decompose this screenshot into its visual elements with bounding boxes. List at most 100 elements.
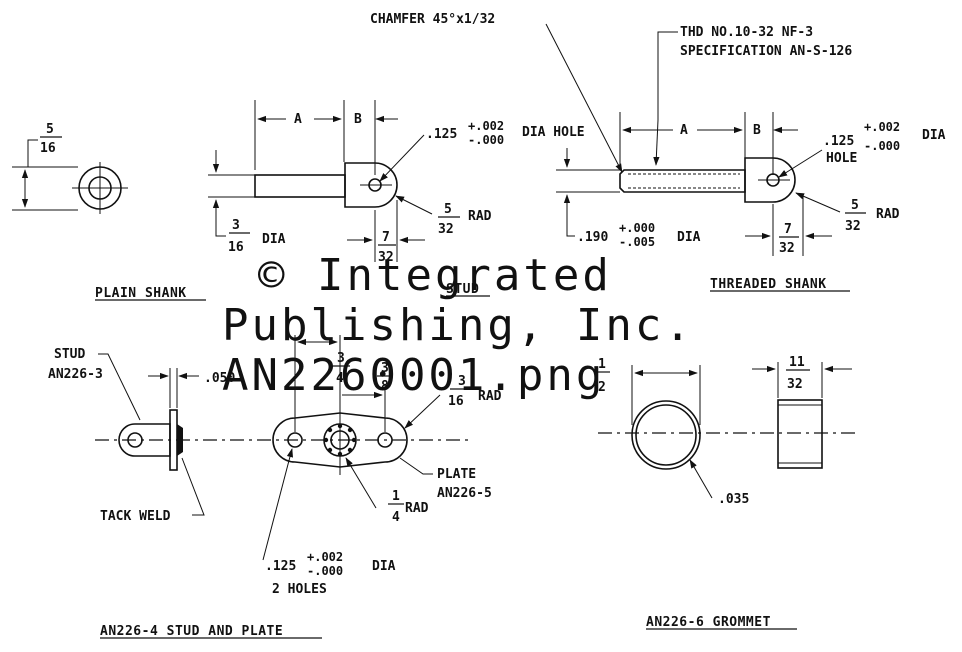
threaded-hole-dia: .125 xyxy=(823,134,854,149)
threaded-shank-body xyxy=(619,169,746,193)
stud-dia-num: 3 xyxy=(232,218,240,233)
threaded-rad-num: 5 xyxy=(851,198,859,213)
grommet-width-num: 11 xyxy=(789,355,805,370)
center-rad-num: 1 xyxy=(392,489,400,504)
stud-leader xyxy=(98,353,141,421)
stud-label-2: AN226-3 xyxy=(48,367,103,382)
plate-outline xyxy=(272,412,408,468)
rad-leader xyxy=(395,195,433,215)
watermark-line1: © Integrated xyxy=(258,250,612,301)
grommet-view: 1 2 .035 11 32 AN226-6 GROMMET xyxy=(594,355,858,630)
grommet-title: AN226-6 GROMMET xyxy=(646,615,771,630)
grommet-outer-circle xyxy=(631,400,701,470)
threaded-len-num: 7 xyxy=(784,222,792,237)
plain-dim-top-num: 5 xyxy=(46,122,54,137)
off-den: 8 xyxy=(381,379,389,394)
plate-label-2: AN226-5 xyxy=(437,486,492,501)
watermark: © Integrated Publishing, Inc. AN2260001.… xyxy=(222,250,694,401)
thread-lines xyxy=(628,173,740,189)
stud-hole-suffix: DIA HOLE xyxy=(522,125,585,140)
grommet-side xyxy=(777,399,823,469)
plain-shank-view: 5 16 PLAIN SHANK xyxy=(12,122,206,301)
stud-view: A B 3 16 DIA .125 +.002 -.000 DIA HOLE 5… xyxy=(208,100,585,297)
watermark-line3: AN2260001.png xyxy=(222,350,605,401)
stud-hole-dia: .125 xyxy=(426,127,457,142)
threaded-shank-suffix: DIA xyxy=(677,230,701,245)
tack-weld-label: TACK WELD xyxy=(100,509,171,524)
threaded-shank-tol-minus: -.005 xyxy=(619,235,655,249)
threaded-shank-view: CHAMFER 45°x1/32 THD NO.10-32 NF-3 SPECI… xyxy=(370,12,946,292)
tack-weld-bead xyxy=(177,424,183,456)
end-rad-leader xyxy=(404,394,441,429)
threaded-hole-tol-minus: -.000 xyxy=(864,139,900,153)
holes-count: 2 HOLES xyxy=(272,582,327,597)
plate-leader xyxy=(399,457,433,475)
holes-tol-plus: +.002 xyxy=(307,550,343,564)
grommet-od-num: 1 xyxy=(598,357,606,372)
end-rad-num: 3 xyxy=(458,374,466,389)
thread-leader-arrow xyxy=(653,119,660,166)
threaded-rad-den: 32 xyxy=(845,219,861,234)
threaded-dim-b: B xyxy=(753,123,761,138)
stud-dim-a: A xyxy=(294,112,302,127)
plate-edge xyxy=(169,409,178,471)
threaded-hole-tol-plus: +.002 xyxy=(864,120,900,134)
holes-tol-minus: -.000 xyxy=(307,564,343,578)
span-num: 3 xyxy=(337,351,345,366)
plate-hole-right xyxy=(377,432,393,448)
stud-hole-side xyxy=(127,432,143,448)
stud-rad-suffix: RAD xyxy=(468,209,492,224)
threaded-hole-word: HOLE xyxy=(826,151,857,166)
threaded-dim-a: A xyxy=(680,123,688,138)
plain-dim-top-den: 16 xyxy=(40,141,56,156)
gap-label: .050 xyxy=(204,371,235,386)
plate-label-1: PLATE xyxy=(437,467,476,482)
stud-dim-b: B xyxy=(354,112,362,127)
threaded-shank-dia: .190 xyxy=(577,230,608,245)
thread-note-line2: SPECIFICATION AN-S-126 xyxy=(680,44,852,59)
chamfer-leader xyxy=(545,23,623,173)
stud-head-side xyxy=(118,423,171,457)
end-rad-suffix: RAD xyxy=(478,389,502,404)
end-rad-den: 16 xyxy=(448,394,464,409)
hole-leader xyxy=(778,149,823,178)
wall-leader xyxy=(689,459,713,499)
threaded-shank-tol-plus: +.000 xyxy=(619,221,655,235)
hole-leader xyxy=(379,134,425,182)
holes-dia: .125 xyxy=(265,559,296,574)
tack-weld-leader xyxy=(181,457,205,516)
thread-note-line1: THD NO.10-32 NF-3 xyxy=(680,25,813,40)
stud-hole-tol-plus: +.002 xyxy=(468,119,504,133)
stud-title: STUD xyxy=(446,282,479,297)
off-num: 3 xyxy=(381,361,389,376)
threaded-shank-title: THREADED SHANK xyxy=(710,277,827,292)
stud-shank xyxy=(254,174,346,198)
stud-and-plate-title: AN226-4 STUD AND PLATE xyxy=(100,624,283,639)
stud-head xyxy=(344,162,398,208)
center-rad-leader xyxy=(345,457,377,509)
stud-rad-den: 32 xyxy=(438,222,454,237)
plain-shank-title: PLAIN SHANK xyxy=(95,286,187,301)
center-rad-suffix: RAD xyxy=(405,501,429,516)
center-rad-den: 4 xyxy=(392,510,400,525)
holes-leader xyxy=(262,448,294,561)
threaded-rad-suffix: RAD xyxy=(876,207,900,222)
stud-hole-tol-minus: -.000 xyxy=(468,133,504,147)
plate-hole-left xyxy=(287,432,303,448)
threaded-hole-suffix: DIA xyxy=(922,128,946,143)
threaded-len-den: 32 xyxy=(779,241,795,256)
grommet-od-den: 2 xyxy=(598,380,606,395)
holes-suffix: DIA xyxy=(372,559,396,574)
grommet-wall: .035 xyxy=(718,492,749,507)
stud-len-den: 32 xyxy=(378,250,394,265)
stud-and-plate-view: STUD AN226-3 .050 TACK WELD xyxy=(48,335,502,639)
grommet-inner-circle xyxy=(635,404,697,466)
leader xyxy=(215,223,226,237)
leader xyxy=(27,139,38,167)
watermark-line2: Publishing, Inc. xyxy=(222,300,694,351)
grommet-width-den: 32 xyxy=(787,377,803,392)
span-den: 4 xyxy=(336,371,344,386)
stud-label-1: STUD xyxy=(54,347,85,362)
threaded-head xyxy=(744,157,796,203)
